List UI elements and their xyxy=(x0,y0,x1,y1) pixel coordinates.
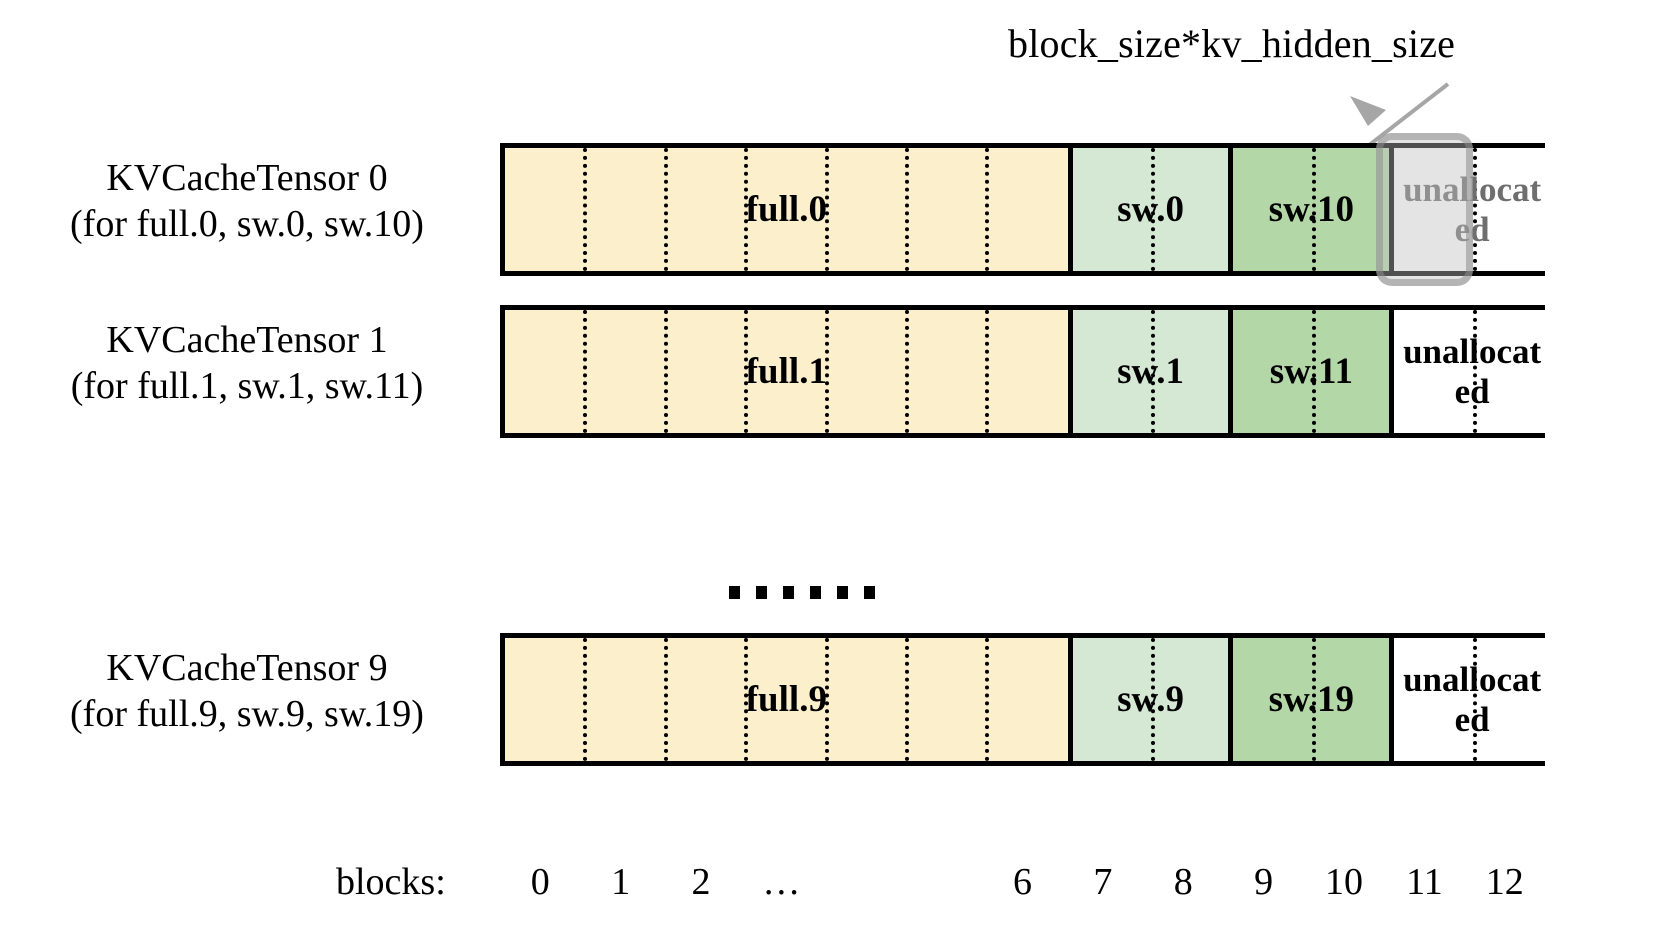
axis-caption: blocks: xyxy=(336,861,446,903)
axis-tick-label: 0 xyxy=(530,861,550,903)
tensor-row-label-line2: (for full.1, sw.1, sw.11) xyxy=(70,365,424,408)
tensor-segment-label: sw.19 xyxy=(1268,678,1354,720)
block-divider xyxy=(1151,638,1156,761)
block-divider xyxy=(583,638,588,761)
tensor-segment-full-1[interactable]: full.1 xyxy=(505,310,1068,433)
tensor-row-label-line2: (for full.9, sw.9, sw.19) xyxy=(70,693,424,736)
block-divider xyxy=(583,148,588,271)
tensor-segment-label: sw.0 xyxy=(1117,188,1184,230)
block-divider xyxy=(1311,638,1316,761)
tensor-segment-sw-9[interactable]: sw.9 xyxy=(1067,638,1229,761)
tensor-segment-full-0[interactable]: full.0 xyxy=(505,148,1068,271)
ellipsis-dot xyxy=(783,586,794,599)
tensor-segment-label: full.1 xyxy=(745,350,827,392)
block-divider xyxy=(1311,148,1316,271)
tensor-row-label-line1: KVCacheTensor 1 xyxy=(106,319,388,361)
block-divider xyxy=(904,638,909,761)
block-divider xyxy=(583,310,588,433)
block-divider xyxy=(663,310,668,433)
axis-tick-label: … xyxy=(762,861,801,903)
block-divider xyxy=(1472,638,1477,761)
kv-cache-tensor-bar[interactable]: full.9 sw.9 sw.19 unallocated xyxy=(500,633,1550,766)
tensor-segment-sw-10[interactable]: sw.10 xyxy=(1228,148,1390,271)
tensor-row-label-line2: (for full.0, sw.0, sw.10) xyxy=(70,203,424,246)
tensor-segment-unallocated[interactable]: unallocated xyxy=(1389,638,1550,761)
ellipsis-dot xyxy=(864,586,875,599)
block-divider xyxy=(1311,310,1316,433)
kv-cache-tensor-bar[interactable]: full.0 sw.0 sw.10 unallocated xyxy=(500,143,1550,276)
axis-tick-label: 11 xyxy=(1406,861,1443,903)
callout-label: block_size*kv_hidden_size xyxy=(1008,21,1456,66)
tensor-segment-full-9[interactable]: full.9 xyxy=(505,638,1068,761)
block-divider xyxy=(744,638,749,761)
tensor-row-label: KVCacheTensor 1(for full.1, sw.1, sw.11) xyxy=(12,317,482,410)
tensor-segment-sw-0[interactable]: sw.0 xyxy=(1067,148,1229,271)
block-divider xyxy=(1151,310,1156,433)
axis-tick-label: 1 xyxy=(611,861,631,903)
tensor-row-label: KVCacheTensor 0(for full.0, sw.0, sw.10) xyxy=(12,155,482,248)
tensor-segment-sw-19[interactable]: sw.19 xyxy=(1228,638,1390,761)
tensor-row-label-line1: KVCacheTensor 9 xyxy=(106,647,388,689)
ellipsis-dot xyxy=(837,586,848,599)
block-divider xyxy=(1151,148,1156,271)
tensor-segment-label: unallocated xyxy=(1403,660,1542,739)
block-divider xyxy=(904,148,909,271)
block-divider xyxy=(663,148,668,271)
block-divider xyxy=(824,148,829,271)
tensor-segment-sw-1[interactable]: sw.1 xyxy=(1067,310,1229,433)
tensor-segment-sw-11[interactable]: sw.11 xyxy=(1228,310,1390,433)
block-divider xyxy=(744,310,749,433)
tensor-segment-unallocated[interactable]: unallocated xyxy=(1389,148,1550,271)
axis-tick-label: 6 xyxy=(1013,861,1032,903)
tensor-segment-unallocated[interactable]: unallocated xyxy=(1389,310,1550,433)
tensor-row-label: KVCacheTensor 9(for full.9, sw.9, sw.19) xyxy=(12,645,482,738)
tensor-segment-label: sw.10 xyxy=(1268,188,1354,230)
block-divider xyxy=(1472,310,1477,433)
block-divider xyxy=(904,310,909,433)
block-divider xyxy=(824,310,829,433)
tensor-segment-label: sw.1 xyxy=(1117,350,1184,392)
block-divider xyxy=(985,148,990,271)
axis-tick-label: 12 xyxy=(1485,861,1524,903)
ellipsis-dot xyxy=(810,586,821,599)
tensor-segment-label: full.0 xyxy=(745,188,827,230)
tensor-segment-label: sw.11 xyxy=(1269,350,1353,392)
axis-tick-label: 2 xyxy=(691,861,711,903)
axis-tick-label: 7 xyxy=(1093,861,1113,903)
kv-cache-tensor-bar[interactable]: full.1 sw.1 sw.11 unallocated xyxy=(500,305,1550,438)
block-divider xyxy=(1472,148,1477,271)
block-divider xyxy=(663,638,668,761)
block-divider xyxy=(824,638,829,761)
tensor-segment-label: unallocated xyxy=(1403,170,1542,249)
ellipsis-dot xyxy=(729,586,740,599)
tensor-segment-label: unallocated xyxy=(1403,332,1542,411)
block-divider xyxy=(985,638,990,761)
tensor-row-label-line1: KVCacheTensor 0 xyxy=(106,157,388,199)
continuation-ellipsis xyxy=(729,586,875,599)
block-divider xyxy=(985,310,990,433)
tensor-segment-label: full.9 xyxy=(745,678,827,720)
ellipsis-dot xyxy=(756,586,767,599)
tensor-segment-label: sw.9 xyxy=(1117,678,1184,720)
axis-tick-label: 9 xyxy=(1254,861,1274,903)
axis-tick-label: 10 xyxy=(1325,861,1364,903)
block-divider xyxy=(744,148,749,271)
axis-tick-label: 8 xyxy=(1173,861,1193,903)
